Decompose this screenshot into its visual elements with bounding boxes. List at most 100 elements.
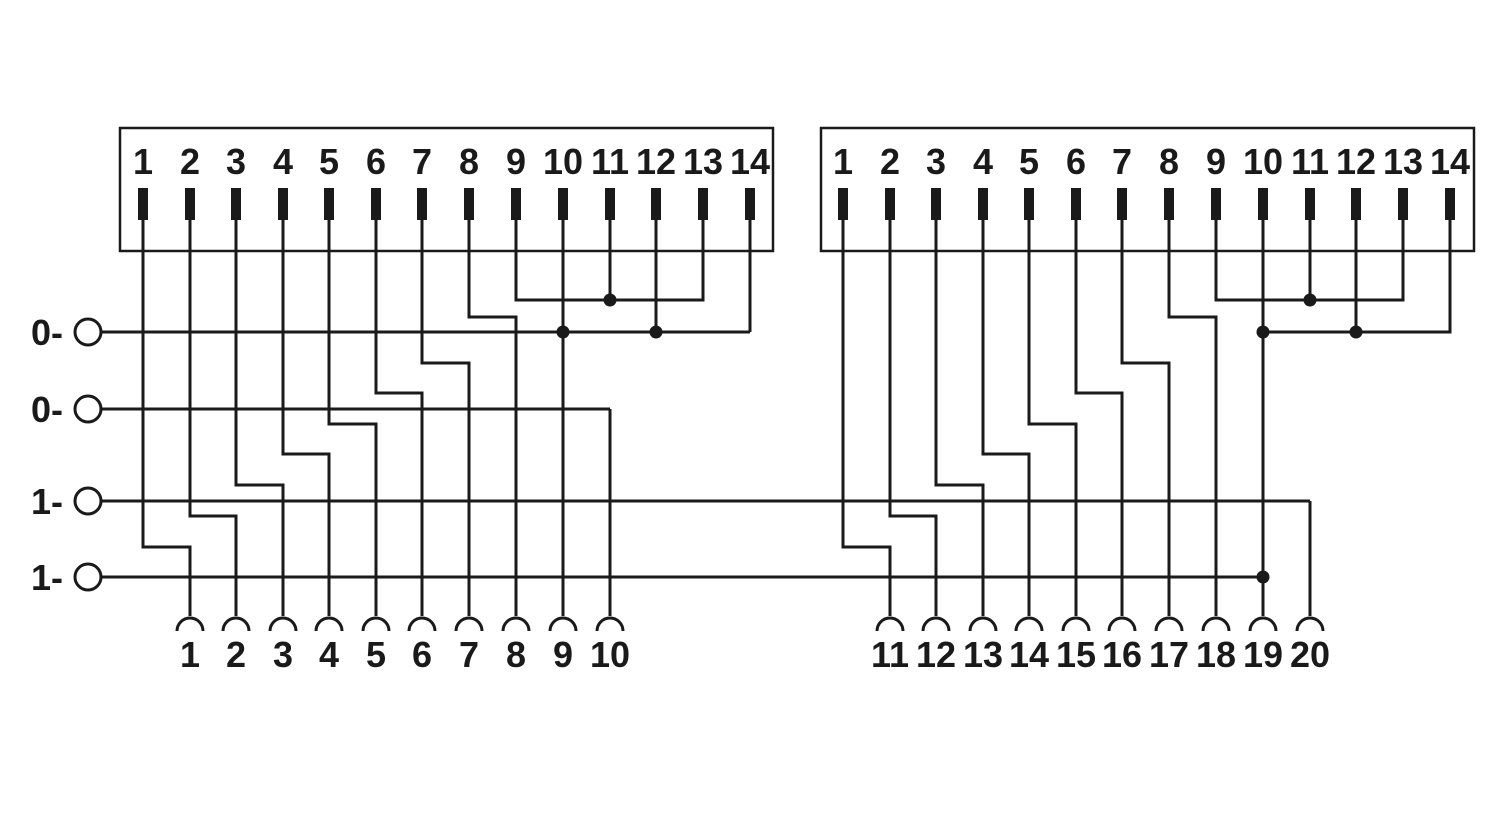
connector-right-pin-label: 1 <box>833 141 853 182</box>
junction-dot <box>603 293 617 307</box>
output-label: 20 <box>1290 634 1330 675</box>
terminal-label: 0- <box>31 389 63 430</box>
connector-pin <box>651 188 661 220</box>
output-label: 13 <box>963 634 1003 675</box>
wire <box>327 220 378 616</box>
input-terminals <box>73 317 103 592</box>
connector-pin <box>1071 188 1081 220</box>
output-label: 11 <box>871 634 909 675</box>
wire <box>934 220 985 616</box>
input-terminal <box>73 394 103 424</box>
output-socket <box>968 616 998 632</box>
wire <box>141 220 192 616</box>
connector-left-pin-label: 4 <box>273 141 293 182</box>
output-label: 6 <box>412 634 432 675</box>
wire <box>981 220 1031 616</box>
connector-right-box <box>819 126 1476 253</box>
connector-left-pin-label: 6 <box>366 141 386 182</box>
connector-right-pin-label: 3 <box>926 141 946 182</box>
connector-left-pin-label: 8 <box>459 141 479 182</box>
output-socket <box>1107 616 1137 632</box>
connector-right-pin-label: 12 <box>1336 141 1376 182</box>
output-label: 12 <box>916 634 956 675</box>
output-socket <box>361 616 391 632</box>
output-socket <box>268 616 298 632</box>
wire <box>420 220 471 616</box>
output-sockets <box>175 616 1325 632</box>
connector-pin <box>698 188 708 220</box>
terminal-label: 0- <box>31 312 63 353</box>
connector-pin <box>511 188 521 220</box>
output-label: 19 <box>1243 634 1283 675</box>
connector-right-pin-label: 6 <box>1066 141 1086 182</box>
connector-pin <box>1398 188 1408 220</box>
connector-left-pin-label: 5 <box>319 141 339 182</box>
junction-dot <box>649 325 663 339</box>
connector-left-pin-label: 12 <box>636 141 676 182</box>
connector-right-pin-label: 13 <box>1383 141 1423 182</box>
output-label: 7 <box>459 634 479 675</box>
output-label: 17 <box>1149 634 1189 675</box>
connector-pin <box>1351 188 1361 220</box>
connector-pin <box>464 188 474 220</box>
wire <box>1074 220 1124 616</box>
output-socket <box>454 616 484 632</box>
connector-left-pin-label: 2 <box>180 141 200 182</box>
connector-pin <box>278 188 288 220</box>
connector-pin <box>1024 188 1034 220</box>
output-socket <box>1014 616 1044 632</box>
output-socket <box>548 616 578 632</box>
output-socket <box>407 616 437 632</box>
output-socket <box>1061 616 1091 632</box>
connector-pin <box>1164 188 1174 220</box>
connector-left-pin-label: 3 <box>226 141 246 182</box>
output-socket <box>921 616 951 632</box>
output-socket <box>1295 616 1325 632</box>
connector-left-pin-label: 11 <box>591 141 629 182</box>
output-socket <box>1154 616 1184 632</box>
connector-right-pin-label: 11 <box>1291 141 1329 182</box>
input-terminal <box>73 317 103 347</box>
connector-left-pin-label: 14 <box>730 141 770 182</box>
input-terminal <box>73 486 103 516</box>
connector-left-pin-label: 13 <box>683 141 723 182</box>
connector-pin <box>1211 188 1221 220</box>
connector-pin <box>838 188 848 220</box>
output-socket <box>221 616 251 632</box>
connector-pin <box>605 188 615 220</box>
connector-pin <box>185 188 195 220</box>
connector-right-pin-label: 5 <box>1019 141 1039 182</box>
connector-right-pin-label: 7 <box>1112 141 1132 182</box>
junction-dot <box>1349 325 1363 339</box>
wire <box>888 220 938 616</box>
wire <box>374 220 424 616</box>
output-socket <box>875 616 905 632</box>
output-label: 18 <box>1196 634 1236 675</box>
connector-pin <box>558 188 568 220</box>
connector-right-pin-label: 10 <box>1243 141 1283 182</box>
output-label: 5 <box>366 634 386 675</box>
connector-right-pin-label: 9 <box>1206 141 1226 182</box>
output-socket <box>595 616 625 632</box>
output-label: 14 <box>1009 634 1049 675</box>
output-socket <box>314 616 344 632</box>
connector-pin <box>931 188 941 220</box>
wire <box>234 220 285 616</box>
connector-pin <box>1305 188 1315 220</box>
junction-dot <box>1303 293 1317 307</box>
connector-pin <box>1117 188 1127 220</box>
connector-left-pin-label: 9 <box>506 141 526 182</box>
wire <box>1167 220 1218 616</box>
output-label: 15 <box>1056 634 1096 675</box>
wire <box>281 220 331 616</box>
connector-left-box <box>118 126 775 253</box>
connector-right-pin-label: 14 <box>1430 141 1470 182</box>
output-label: 3 <box>273 634 293 675</box>
wires <box>101 220 1452 616</box>
connector-pin <box>1258 188 1268 220</box>
output-label: 8 <box>506 634 526 675</box>
wire <box>1120 220 1171 616</box>
connector-pin <box>417 188 427 220</box>
